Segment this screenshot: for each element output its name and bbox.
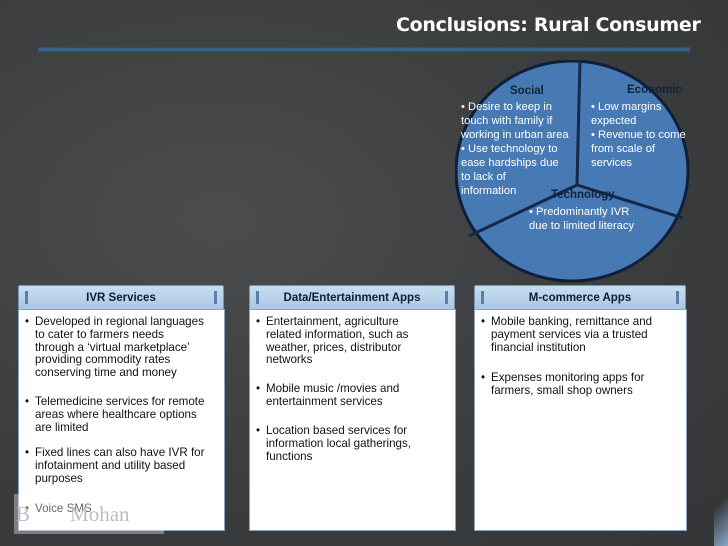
list-item-line: Developed in regional languages <box>35 315 204 328</box>
header-accent <box>445 291 448 304</box>
watermark-right-text: Mohan <box>70 502 130 526</box>
list-item-line: infotainment and utility based <box>35 458 186 472</box>
header-accent <box>676 291 679 304</box>
bullet-point: • <box>25 395 30 408</box>
bullet-point: • <box>256 315 261 328</box>
panel-header-m-commerce-apps: M-commerce Apps <box>474 285 686 311</box>
economic-line: • Revenue to come <box>591 129 686 141</box>
list-item-line: Entertainment, agriculture <box>266 315 399 328</box>
technology-line: due to limited literacy <box>529 220 635 232</box>
panel-title: M-commerce Apps <box>528 292 632 304</box>
panel-title: IVR Services <box>86 292 156 304</box>
watermark-left-text: B <box>16 502 31 526</box>
header-accent <box>25 291 28 304</box>
list-item: • Telemedicine services for remote areas… <box>25 395 205 434</box>
economic-line: services <box>591 157 633 169</box>
header-accent <box>256 291 259 304</box>
technology-heading: Technology <box>551 189 615 201</box>
panel-body-ivr-services: • Developed in regional languages to cat… <box>18 309 225 531</box>
list-item-line: payment services via a trusted <box>491 327 648 341</box>
slide-title: Conclusions: Rural Consumer <box>396 14 701 36</box>
list-item-line: networks <box>266 353 313 367</box>
list-item-line: weather, prices, distributor <box>266 340 402 354</box>
economic-line: from scale of <box>591 143 656 155</box>
bullet-point: • <box>25 446 30 459</box>
list-item-line: are limited <box>35 420 89 434</box>
list-item: • Mobile music /movies and entertainment… <box>256 382 400 409</box>
social-line: • Use technology to <box>461 143 558 155</box>
list-item-line: information local gatherings, <box>266 436 412 450</box>
social-line: • Desire to keep in <box>461 101 552 113</box>
list-item: • Location based services for informatio… <box>256 424 412 463</box>
list-item-line: financial institution <box>491 340 586 354</box>
list-item: • Voice SMS <box>25 502 92 516</box>
header-accent <box>214 291 217 304</box>
list-item-line: through a ‘virtual marketplace’ <box>35 340 190 354</box>
list-item-line: functions <box>266 449 313 463</box>
watermark: B Mohan <box>14 494 164 534</box>
technology-line: • Predominantly IVR <box>529 206 630 218</box>
social-line: information <box>461 185 517 197</box>
list-item-line: purposes <box>35 471 83 485</box>
list-item-line: Location based services for <box>266 424 408 437</box>
list-item-line: Telemedicine services for remote <box>35 395 205 408</box>
social-line: ease hardships due <box>461 157 559 169</box>
economic-heading: Economic <box>627 84 682 96</box>
list-item-line: providing commodity rates <box>35 353 171 367</box>
divider-top <box>575 60 582 186</box>
bullet-point: • <box>25 502 30 515</box>
panel-body-data-entertainment-apps: • Entertainment, agriculture related inf… <box>249 309 456 531</box>
list-item-line: related information, such as <box>266 327 409 341</box>
panel-header-ivr-services: IVR Services <box>18 285 224 311</box>
circle-graphic <box>455 60 690 283</box>
technology-text: • Predominantly IVR due to limited liter… <box>529 205 669 233</box>
list-item: • Entertainment, agriculture related inf… <box>256 315 409 367</box>
economic-line: • Low margins <box>591 101 662 113</box>
list-item: • Expenses monitoring apps for farmers, … <box>481 371 645 398</box>
bullet-point: • <box>25 315 30 328</box>
list-item-line: entertainment services <box>266 394 383 408</box>
list-item-line: farmers, small shop owners <box>491 383 633 397</box>
title-underline <box>38 47 690 52</box>
social-text: • Desire to keep in touch with family if… <box>461 100 581 198</box>
corner-decoration <box>714 486 728 546</box>
list-item-line: conserving time and money <box>35 366 177 380</box>
list-item-line: Voice SMS <box>35 502 92 515</box>
list-item-line: to cater to farmers needs <box>35 327 164 341</box>
bullet-point: • <box>481 371 486 384</box>
economic-text: • Low margins expected • Revenue to come… <box>591 100 691 170</box>
social-heading: Social <box>510 85 544 97</box>
list-item-line: Expenses monitoring apps for <box>491 371 645 384</box>
bullet-point: • <box>481 315 486 328</box>
social-line: touch with family if <box>461 115 553 127</box>
social-line: to lack of <box>461 171 506 183</box>
list-item-line: Mobile banking, remittance and <box>491 315 653 328</box>
divider-left <box>468 183 578 238</box>
circle-outline <box>455 60 690 283</box>
list-item: • Developed in regional languages to cat… <box>25 315 204 380</box>
panel-header-data-entertainment-apps: Data/Entertainment Apps <box>249 285 455 311</box>
bullet-point: • <box>256 424 261 437</box>
panel-title: Data/Entertainment Apps <box>283 292 421 304</box>
economic-line: expected <box>591 115 637 127</box>
list-item-line: areas where healthcare options <box>35 407 197 421</box>
list-item: • Mobile banking, remittance and payment… <box>481 315 653 354</box>
list-item-line: Mobile music /movies and <box>266 382 400 395</box>
list-item-line: Fixed lines can also have IVR for <box>35 446 205 459</box>
header-accent <box>481 291 484 304</box>
list-item: • Fixed lines can also have IVR for info… <box>25 446 205 485</box>
bullet-point: • <box>256 382 261 395</box>
panel-body-m-commerce-apps: • Mobile banking, remittance and payment… <box>474 309 687 531</box>
social-line: working in urban area <box>461 129 569 141</box>
consumer-circle-diagram: Social • Desire to keep in touch with fa… <box>455 60 690 284</box>
divider-right <box>576 183 684 220</box>
